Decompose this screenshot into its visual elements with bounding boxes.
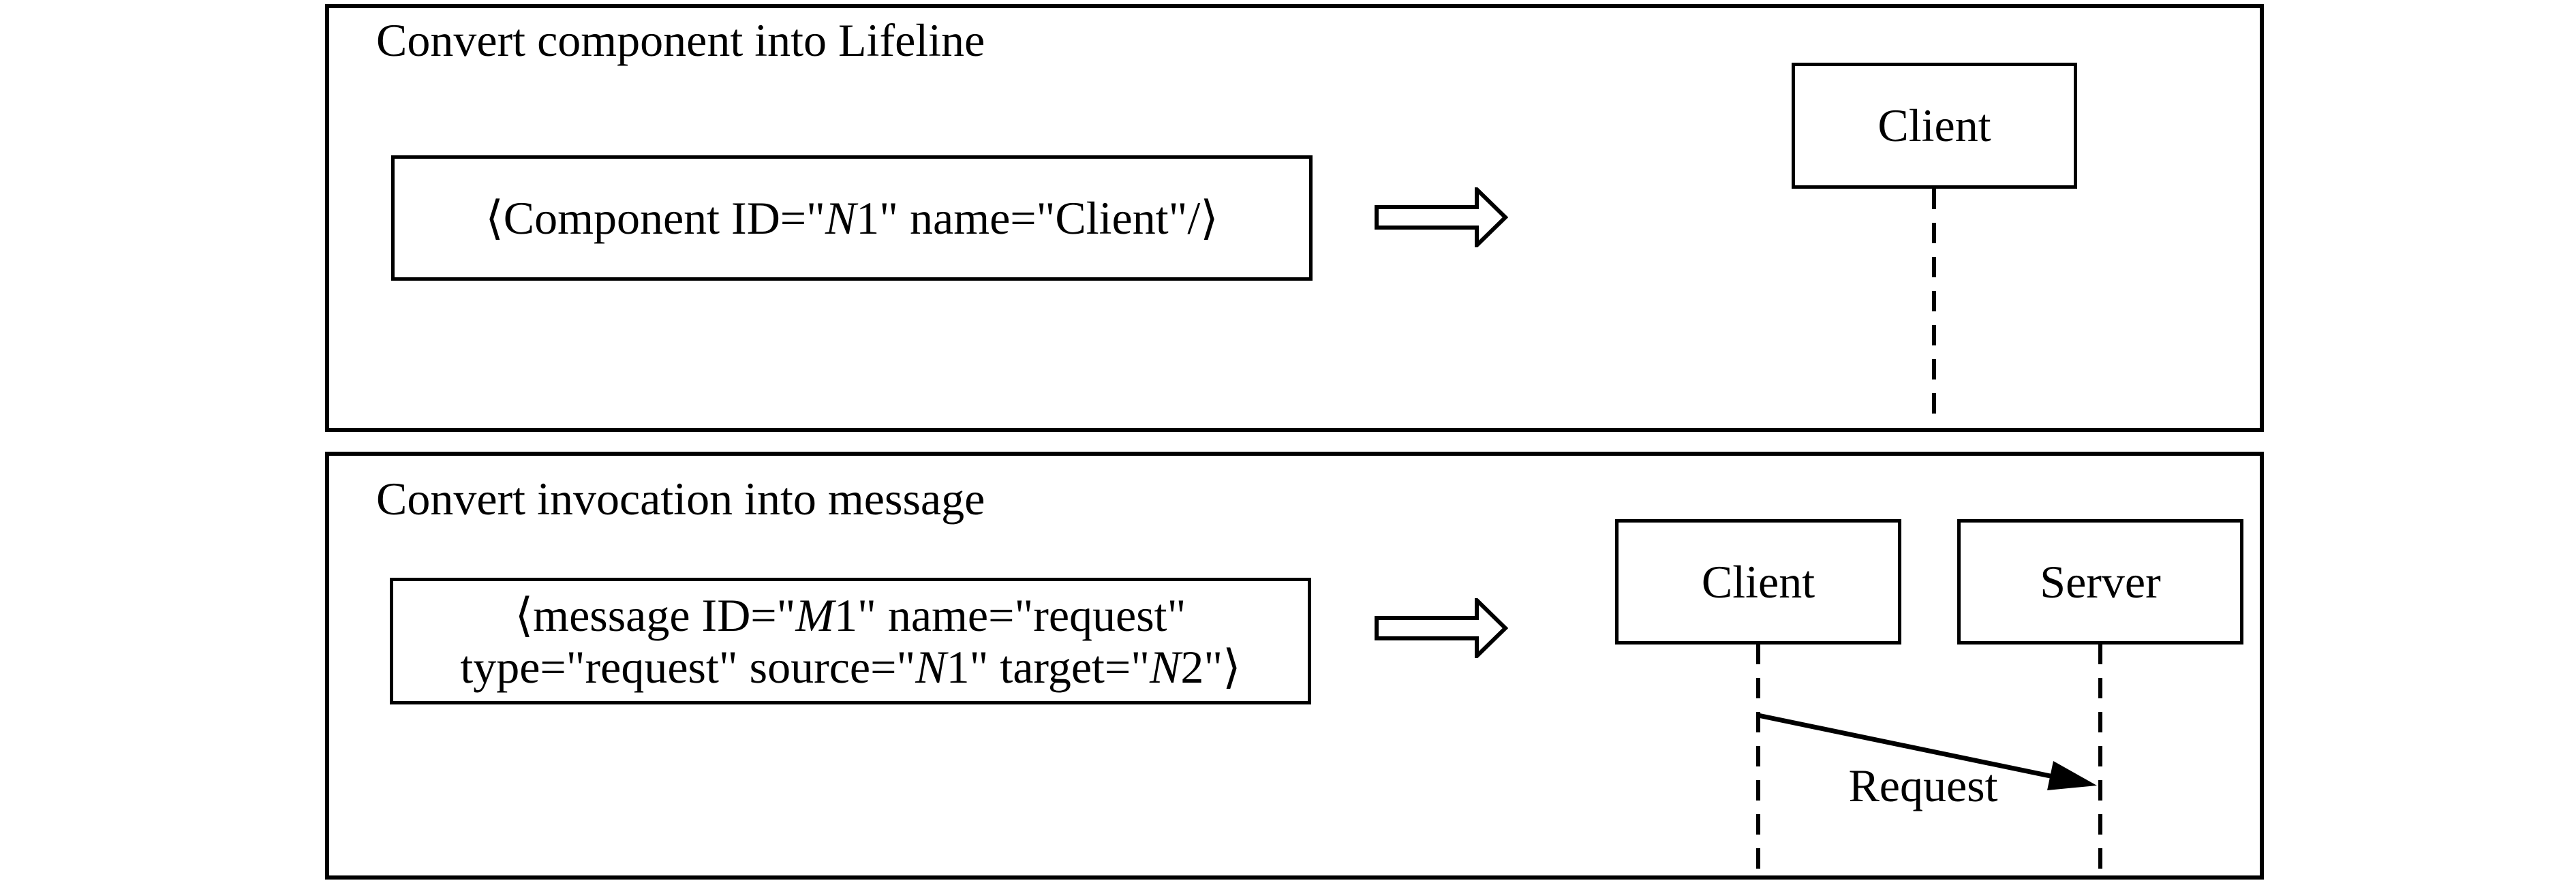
- panel-convert-component: Convert component into Lifeline ⟨Compone…: [325, 4, 2264, 432]
- xml-message-code-line-2: type="request" source="N1" target="N2"⟩: [460, 641, 1241, 693]
- xml-message-box: ⟨message ID="M1" name="request" type="re…: [390, 578, 1311, 704]
- server-lifeline-dashed: [2098, 644, 2102, 875]
- lifeline-head-client: Client: [1615, 519, 1901, 645]
- panel-title: Convert invocation into message: [376, 473, 985, 525]
- xml-component-code: ⟨Component ID="N1" name="Client"/⟩: [485, 192, 1218, 244]
- lifeline-label: Client: [1877, 99, 1991, 151]
- lifeline-head-client: Client: [1792, 63, 2077, 189]
- lifeline-label: Client: [1701, 555, 1815, 608]
- transform-arrow-icon: [1375, 598, 1508, 658]
- lifeline-label: Server: [2040, 555, 2161, 608]
- xml-component-box: ⟨Component ID="N1" name="Client"/⟩: [391, 155, 1313, 281]
- client-lifeline-dashed: [1932, 189, 1936, 427]
- panel-convert-invocation: Convert invocation into message ⟨message…: [325, 452, 2264, 880]
- panel-title: Convert component into Lifeline: [376, 14, 985, 66]
- xml-message-code-line-1: ⟨message ID="M1" name="request": [515, 589, 1186, 641]
- lifeline-head-server: Server: [1957, 519, 2243, 645]
- message-label: Request: [1848, 760, 1998, 811]
- client-lifeline-dashed: [1756, 644, 1760, 875]
- transform-arrow-icon: [1375, 187, 1508, 247]
